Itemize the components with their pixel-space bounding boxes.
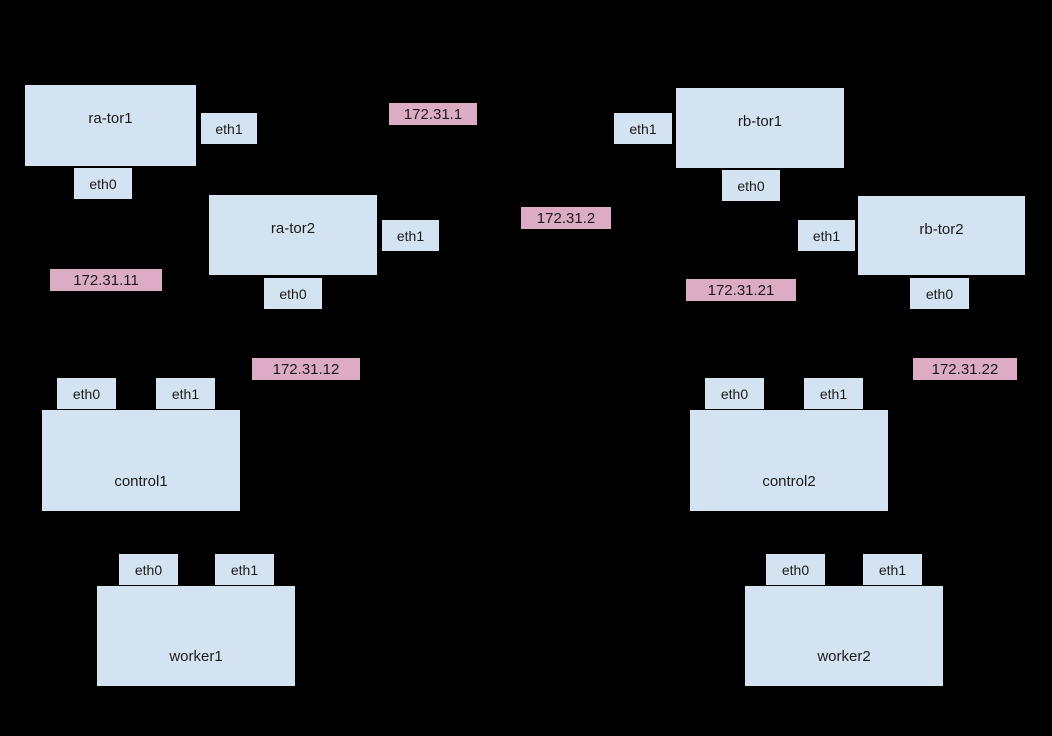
port-rb-tor1-eth1[interactable]: eth1 [613,112,673,145]
network-label-172-31-1[interactable]: 172.31.1 [389,103,477,125]
port-label: eth1 [629,120,657,137]
port-ra-tor2-eth0[interactable]: eth0 [263,277,323,310]
port-label: eth0 [134,561,163,578]
node-label: control2 [762,473,816,490]
port-worker1-eth1[interactable]: eth1 [214,553,275,586]
port-label: eth0 [72,385,101,402]
node-ra-tor1[interactable]: ra-tor1 [24,84,197,167]
network-label-172-31-2[interactable]: 172.31.2 [521,207,611,229]
port-label: eth0 [737,177,765,194]
node-control1[interactable]: control1 [41,409,241,512]
network-label-text: 172.31.2 [536,209,596,227]
port-label: eth0 [89,175,117,192]
port-ra-tor2-eth1[interactable]: eth1 [381,219,440,252]
node-worker2[interactable]: worker2 [744,585,944,687]
network-label-172-31-11[interactable]: 172.31.11 [50,269,162,291]
port-rb-tor1-eth0[interactable]: eth0 [721,169,781,202]
port-control1-eth1[interactable]: eth1 [155,377,216,410]
port-rb-tor2-eth0[interactable]: eth0 [909,277,970,310]
port-label: eth1 [396,227,425,244]
node-label: worker2 [817,648,871,665]
network-label-172-31-21[interactable]: 172.31.21 [686,279,796,301]
node-ra-tor2[interactable]: ra-tor2 [208,194,378,276]
port-ra-tor1-eth1[interactable]: eth1 [200,112,258,145]
node-label: ra-tor2 [270,220,316,237]
network-label-text: 172.31.22 [931,360,999,378]
node-label: worker1 [169,648,223,665]
port-label: eth0 [781,561,810,578]
port-label: eth1 [819,385,848,402]
network-label-172-31-22[interactable]: 172.31.22 [913,358,1017,380]
port-label: eth0 [720,385,749,402]
node-worker1[interactable]: worker1 [96,585,296,687]
port-label: eth0 [925,285,954,302]
port-control1-eth0[interactable]: eth0 [56,377,117,410]
port-worker2-eth1[interactable]: eth1 [862,553,923,586]
port-control2-eth0[interactable]: eth0 [704,377,765,410]
node-rb-tor1[interactable]: rb-tor1 [675,87,845,169]
node-rb-tor2[interactable]: rb-tor2 [857,195,1026,276]
network-label-172-31-12[interactable]: 172.31.12 [252,358,360,380]
port-rb-tor2-eth1[interactable]: eth1 [797,219,856,252]
port-control2-eth1[interactable]: eth1 [803,377,864,410]
port-label: eth0 [279,285,307,302]
port-label: eth1 [230,561,259,578]
node-label: rb-tor2 [919,221,964,238]
node-label: rb-tor1 [737,113,783,130]
network-label-text: 172.31.12 [272,360,340,378]
node-control2[interactable]: control2 [689,409,889,512]
port-label: eth1 [812,227,841,244]
port-label: eth1 [171,385,200,402]
network-label-text: 172.31.21 [707,281,775,299]
port-ra-tor1-eth0[interactable]: eth0 [73,167,133,200]
network-label-text: 172.31.1 [403,105,463,123]
port-worker1-eth0[interactable]: eth0 [118,553,179,586]
port-label: eth1 [215,120,243,137]
port-worker2-eth0[interactable]: eth0 [765,553,826,586]
network-label-text: 172.31.11 [73,271,139,289]
node-label: ra-tor1 [88,110,133,127]
node-label: control1 [114,473,168,490]
port-label: eth1 [878,561,907,578]
